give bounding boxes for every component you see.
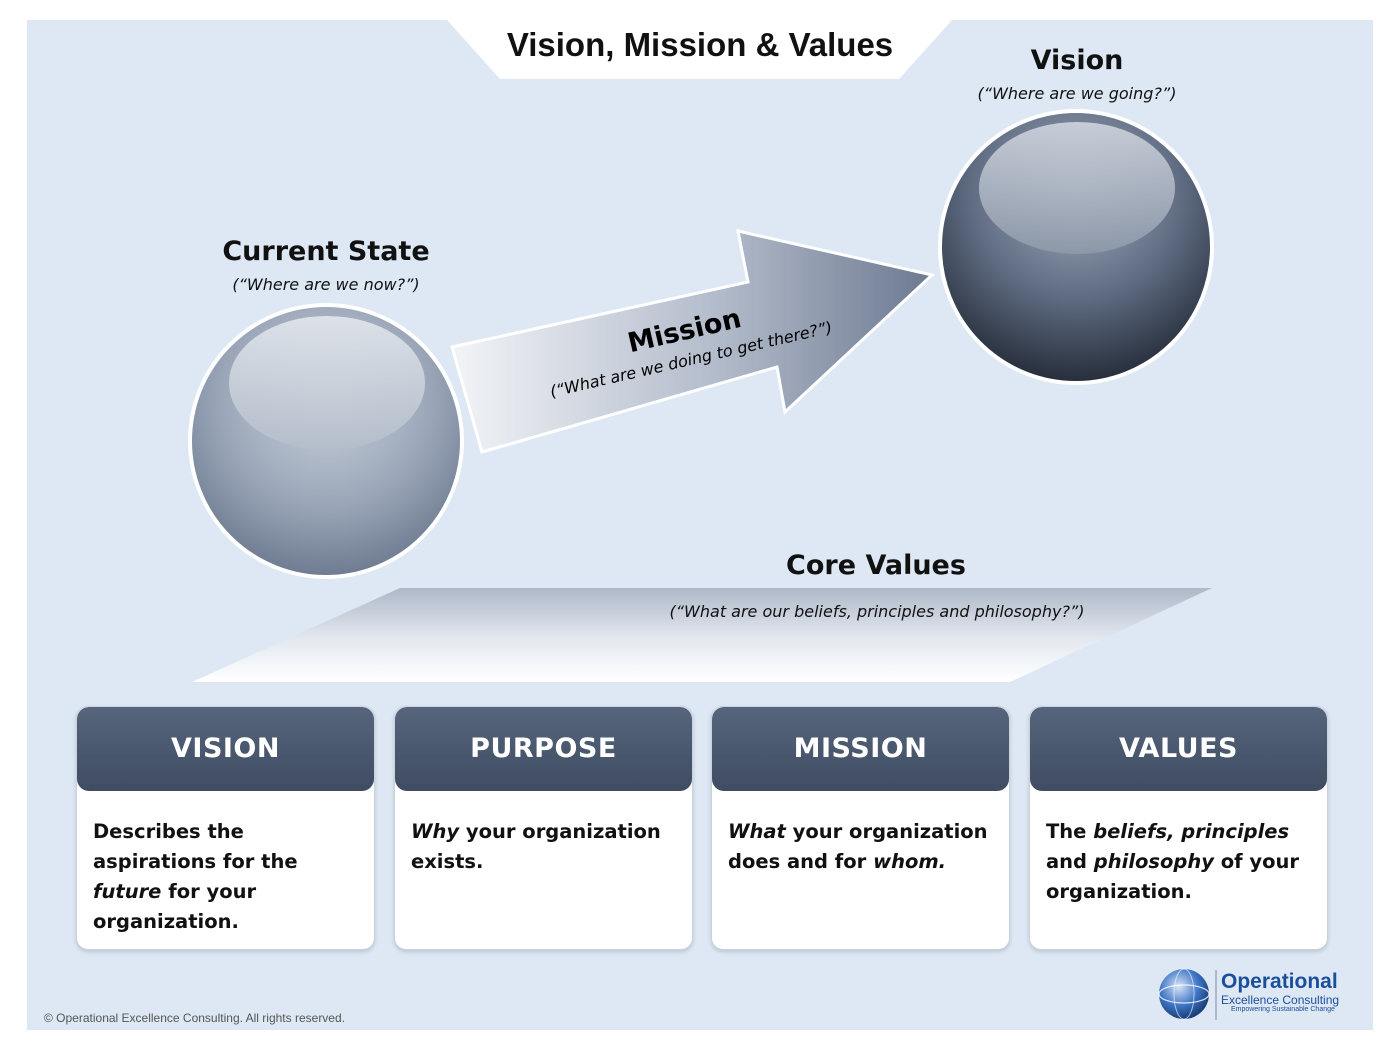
mission-arrow bbox=[450, 229, 936, 454]
copyright-footer: © Operational Excellence Consulting. All… bbox=[44, 1011, 345, 1025]
card-text-emphasis: philosophy bbox=[1093, 850, 1214, 873]
globe-logo-icon bbox=[1158, 968, 1217, 1020]
card-text-segment: your organization exists. bbox=[411, 820, 661, 873]
card-text-segment: and bbox=[1046, 850, 1094, 873]
card-text: Describes the aspirations for the future… bbox=[77, 791, 374, 937]
card-text-segment: for your organization. bbox=[93, 880, 257, 933]
vision-sphere bbox=[938, 109, 1214, 385]
card-text-emphasis: What bbox=[728, 820, 786, 843]
core-values-heading: Core Values bbox=[786, 550, 966, 581]
current-state-question: (“Where are we now?”) bbox=[232, 275, 420, 294]
card-vision: VISION Describes the aspirations for the… bbox=[76, 706, 375, 950]
card-text-emphasis: Why bbox=[411, 820, 460, 843]
vision-heading: Vision bbox=[1030, 45, 1124, 76]
logo-subtitle: Excellence Consulting bbox=[1221, 993, 1340, 1007]
card-header: VISION bbox=[77, 707, 374, 791]
card-text-segment: The bbox=[1046, 820, 1094, 843]
card-text: Why your organization exists. bbox=[395, 791, 692, 877]
card-header: VALUES bbox=[1030, 707, 1327, 791]
card-purpose: PURPOSE Why your organization exists. bbox=[394, 706, 693, 950]
card-text-emphasis: future bbox=[93, 880, 162, 903]
card-mission: MISSION What your organization does and … bbox=[711, 706, 1010, 950]
card-text-segment: of your organization. bbox=[1046, 850, 1300, 903]
logo-tagline: Empowering Sustainable Change bbox=[1231, 1006, 1335, 1013]
card-text-emphasis: beliefs, principles bbox=[1093, 820, 1290, 843]
card-text-segment: your organization does and for bbox=[728, 820, 988, 873]
page-title: Vision, Mission & Values bbox=[506, 26, 894, 63]
card-text: What your organization does and for whom… bbox=[712, 791, 1009, 877]
card-header: MISSION bbox=[712, 707, 1009, 791]
vision-question: (“Where are we going?”) bbox=[977, 84, 1177, 103]
core-values-plane bbox=[192, 588, 1212, 682]
logo-name: Operational bbox=[1221, 970, 1338, 993]
current-state-heading: Current State bbox=[222, 236, 430, 267]
core-values-question: (“What are our beliefs, principles and p… bbox=[669, 602, 1085, 621]
title-tab bbox=[447, 20, 952, 79]
card-text: The beliefs, principles and philosophy o… bbox=[1030, 791, 1327, 907]
card-text-segment: Describes the aspirations for the bbox=[93, 820, 298, 873]
card-text-emphasis: whom. bbox=[873, 850, 947, 873]
card-values: VALUES The beliefs, principles and philo… bbox=[1029, 706, 1328, 950]
card-header: PURPOSE bbox=[395, 707, 692, 791]
current-state-sphere bbox=[188, 303, 464, 579]
